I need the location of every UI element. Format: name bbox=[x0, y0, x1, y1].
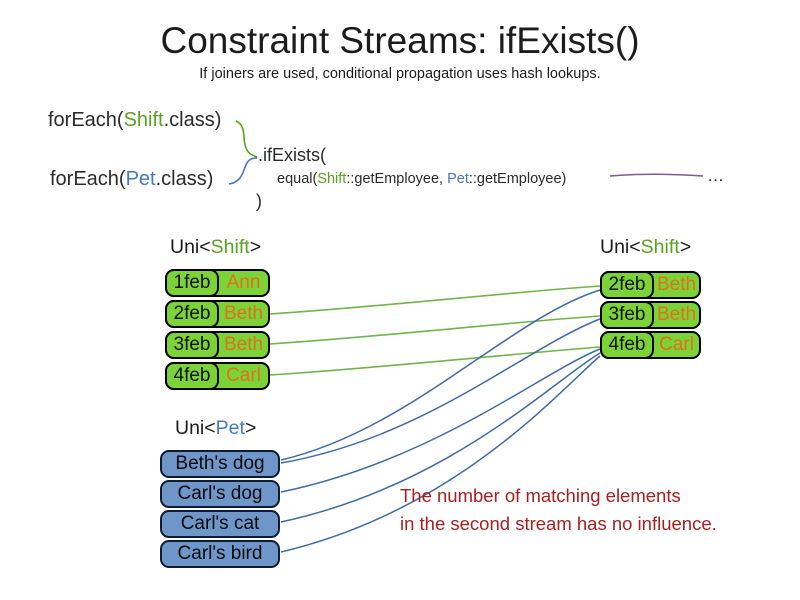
label-class-shift: Shift bbox=[640, 236, 680, 258]
date-cell: 2feb bbox=[600, 271, 654, 299]
code-class-shift: Shift bbox=[317, 171, 347, 187]
left-shift-table-label: Uni<Shift> bbox=[170, 236, 261, 259]
date-cell: 4feb bbox=[600, 331, 654, 359]
code-class-shift: Shift bbox=[123, 109, 164, 131]
code-equal-joiner: equal(Shift::getEmployee, Pet::getEmploy… bbox=[277, 171, 566, 187]
date-cell: 1feb bbox=[165, 269, 219, 297]
shift-row: 2feb Beth bbox=[600, 271, 701, 299]
shift-row: 2feb Beth bbox=[165, 300, 270, 328]
note-text: The number of matching elements in the s… bbox=[400, 482, 717, 538]
code-text: .class) bbox=[163, 109, 222, 131]
right-shift-table-label: Uni<Shift> bbox=[600, 236, 691, 259]
joiner-reference-line bbox=[609, 173, 704, 177]
label-class-pet: Pet bbox=[215, 417, 245, 439]
label-text: Uni< bbox=[175, 417, 216, 439]
pet-item: Beth's dog bbox=[160, 450, 280, 478]
shift-row: 4feb Carl bbox=[165, 362, 270, 390]
name-cell: Carl bbox=[226, 365, 261, 386]
pet-list-label: Uni<Pet> bbox=[175, 417, 256, 440]
code-text: forEach( bbox=[48, 109, 124, 131]
label-text: Uni< bbox=[600, 236, 641, 258]
date-cell: 2feb bbox=[165, 300, 219, 328]
page-title: Constraint Streams: ifExists() bbox=[160, 20, 640, 61]
code-ellipsis: … bbox=[707, 166, 724, 185]
code-text: ::getEmployee) bbox=[468, 171, 567, 187]
name-cell: Carl bbox=[659, 334, 694, 355]
name-cell: Beth bbox=[223, 334, 264, 355]
code-close-paren: ) bbox=[256, 191, 262, 211]
note-line-2: in the second stream has no influence. bbox=[400, 513, 717, 534]
shift-row: 3feb Beth bbox=[600, 301, 701, 329]
brace-top-green bbox=[235, 120, 258, 158]
shift-row: 4feb Carl bbox=[600, 331, 701, 359]
pet-item: Carl's dog bbox=[160, 480, 280, 508]
label-text: > bbox=[249, 236, 262, 258]
date-cell: 4feb bbox=[165, 362, 219, 390]
code-text: ::getEmployee, bbox=[346, 171, 448, 187]
brace-bottom-blue bbox=[228, 157, 258, 185]
page-subtitle: If joiners are used, conditional propaga… bbox=[199, 66, 601, 82]
name-cell: Beth bbox=[656, 274, 697, 295]
match-line-bethsdog-2feb bbox=[280, 289, 601, 461]
match-line-4feb bbox=[269, 346, 601, 376]
label-text: > bbox=[679, 236, 692, 258]
code-foreach-pet: forEach(Pet.class) bbox=[50, 168, 213, 191]
code-text: .class) bbox=[155, 168, 214, 190]
note-line-1: The number of matching elements bbox=[400, 485, 681, 506]
match-line-bethsdog-3feb bbox=[280, 318, 601, 464]
date-cell: 3feb bbox=[165, 331, 219, 359]
date-cell: 3feb bbox=[600, 301, 654, 329]
pet-item: Carl's cat bbox=[160, 510, 280, 538]
label-text: > bbox=[244, 417, 257, 439]
match-line-2feb bbox=[269, 285, 601, 315]
shift-row: 1feb Ann bbox=[165, 269, 270, 297]
label-text: Uni< bbox=[170, 236, 211, 258]
code-foreach-shift: forEach(Shift.class) bbox=[48, 109, 221, 132]
match-line-carlsdog-4feb bbox=[280, 348, 601, 493]
code-text: equal( bbox=[277, 171, 318, 187]
code-text: forEach( bbox=[50, 168, 126, 190]
match-line-3feb bbox=[269, 315, 601, 345]
label-class-shift: Shift bbox=[210, 236, 250, 258]
code-class-pet: Pet bbox=[447, 171, 469, 187]
name-cell: Beth bbox=[656, 304, 697, 325]
code-class-pet: Pet bbox=[125, 168, 156, 190]
code-ifexists: .ifExists( bbox=[258, 145, 327, 165]
name-cell: Beth bbox=[223, 303, 264, 324]
name-cell: Ann bbox=[226, 272, 261, 293]
pet-item: Carl's bird bbox=[160, 540, 280, 568]
shift-row: 3feb Beth bbox=[165, 331, 270, 359]
